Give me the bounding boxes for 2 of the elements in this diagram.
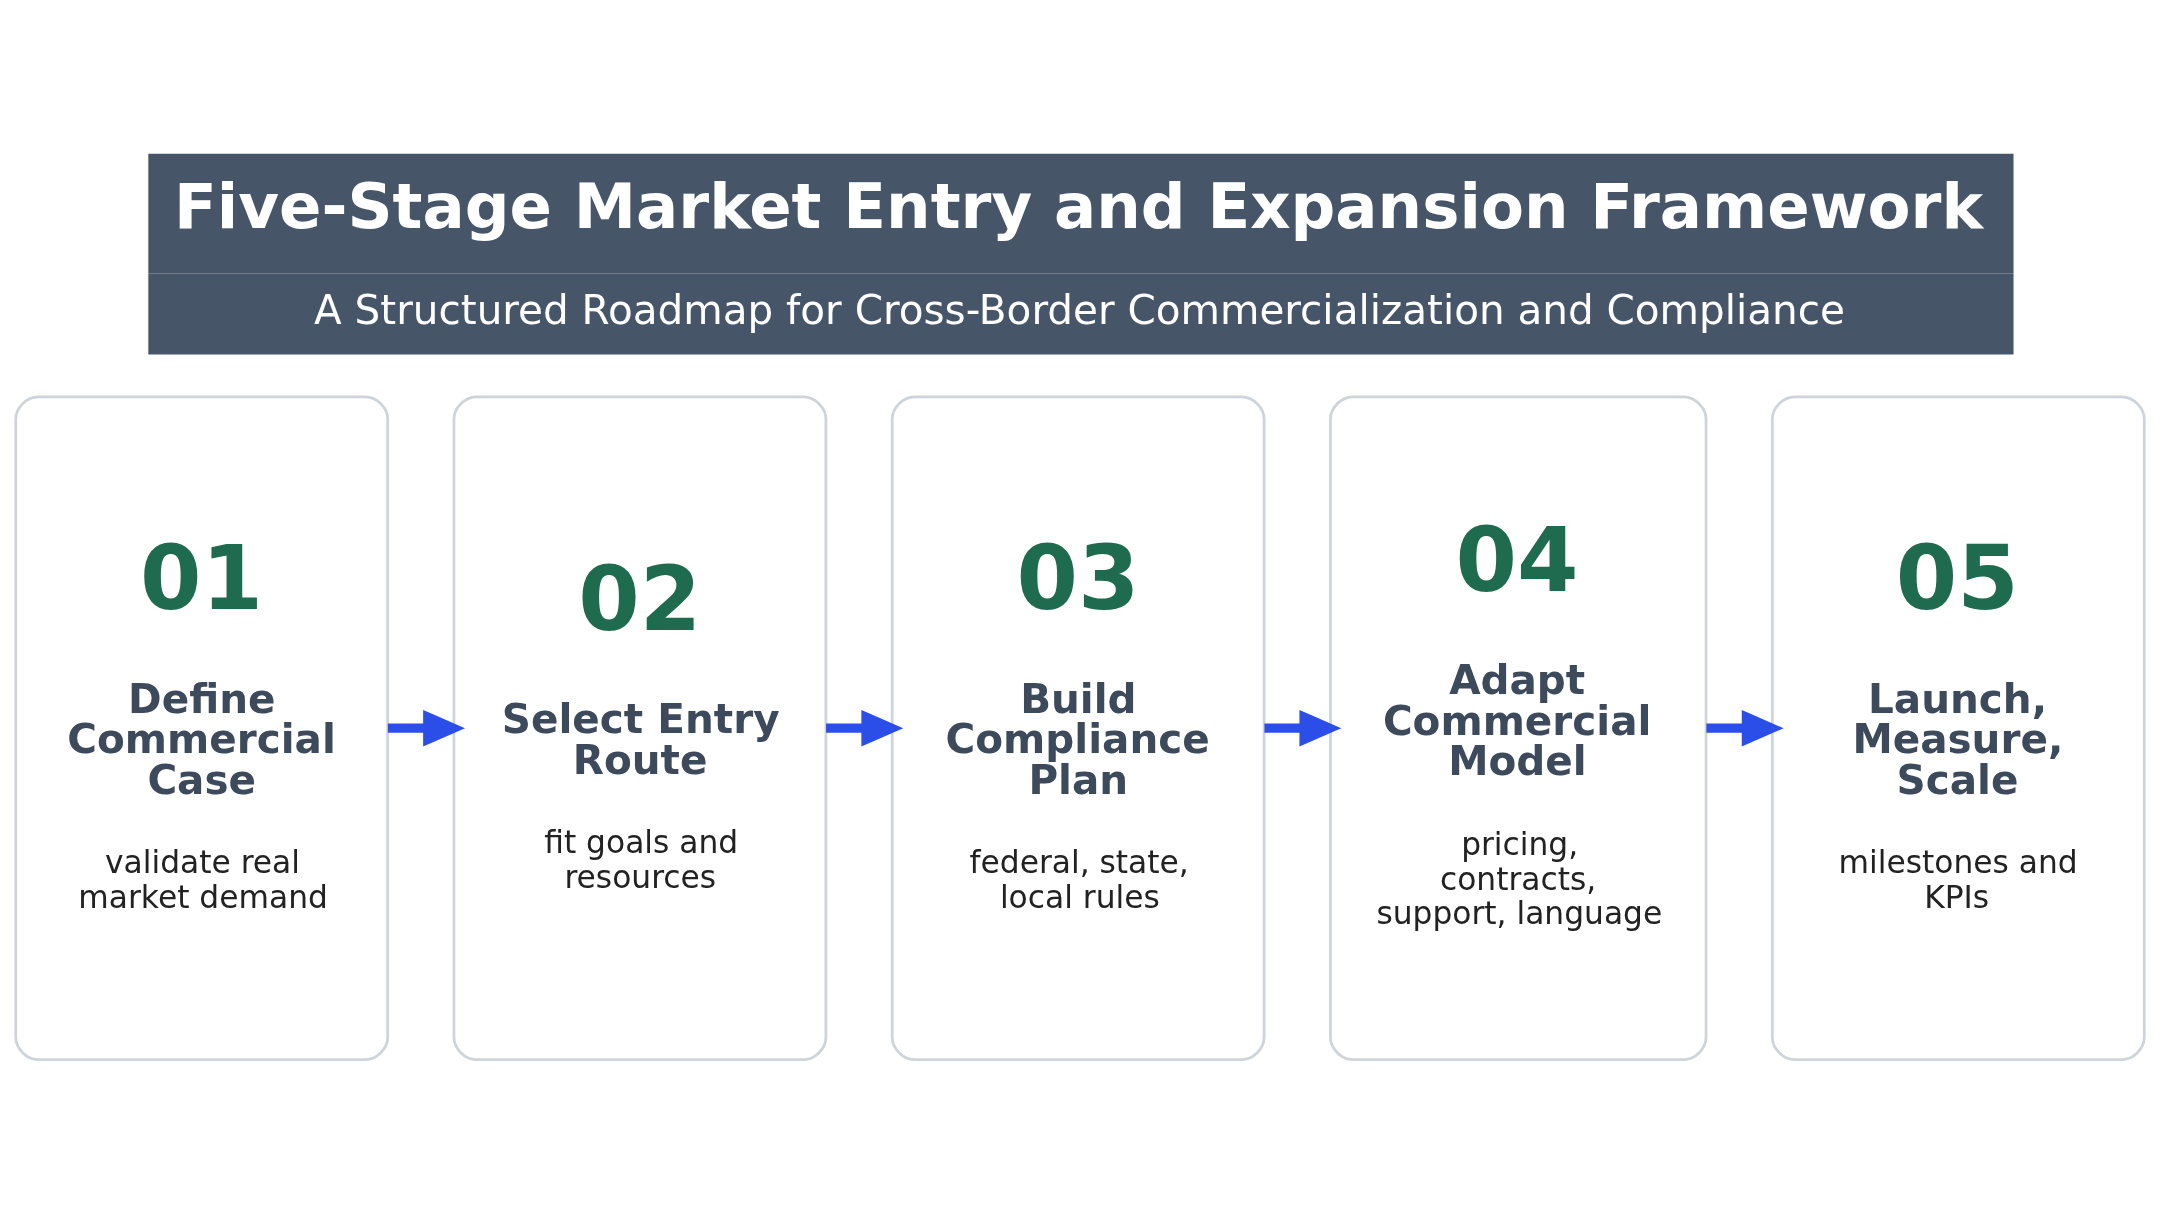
diagram-title: Five-Stage Market Entry and Expansion Framework: [174, 169, 1984, 243]
label: A Structured Roadmap for Cross-Border Commercialization and Compliance: [314, 286, 1845, 335]
